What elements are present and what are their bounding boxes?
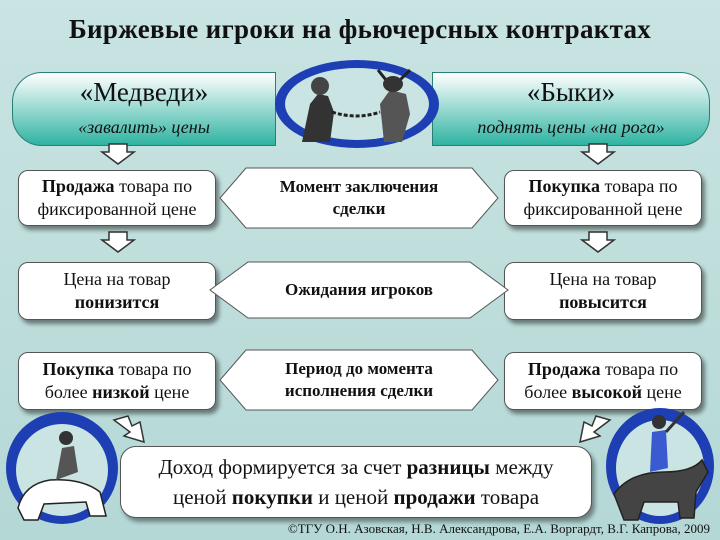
- bulls-label: «Быки»: [526, 77, 616, 107]
- man-riding-bear-illustration: [6, 412, 118, 524]
- bears-step-2: Цена на товар понизится: [18, 262, 216, 320]
- result-text-1: Доход формируется за счет: [158, 455, 407, 479]
- diagonal-arrow-right-icon: [112, 415, 145, 444]
- result-box: Доход формируется за счет разницы между …: [120, 446, 592, 518]
- stage-label-2: Ожидания игроков: [285, 280, 433, 299]
- bulls-step-2-strong: повысится: [559, 292, 647, 312]
- bulls-banner: «Быки» поднять цены «на рога»: [432, 72, 710, 146]
- bulls-step-3-text: товара по более: [524, 359, 679, 402]
- down-arrow-icon: [100, 143, 136, 165]
- bears-banner: «Медведи» «завалить» цены: [12, 72, 276, 146]
- stage-diamond-3: Период до момента исполнения сделки: [218, 348, 500, 412]
- down-arrow-icon: [100, 231, 136, 253]
- down-arrow-icon: [580, 231, 616, 253]
- bears-step-3: Покупка товара по более низкой цене: [18, 352, 216, 410]
- bears-step-1-text: товара по фиксированной цене: [37, 176, 197, 219]
- result-text-4: товара: [475, 485, 540, 509]
- bulls-step-3-end: цене: [641, 382, 682, 402]
- bears-subtitle: «завалить» цены: [78, 117, 210, 137]
- page-title: Биржевые игроки на фьючерсных контрактах: [68, 14, 652, 44]
- result-strong-2: покупки: [231, 485, 313, 509]
- bulls-step-2-text: Цена на товар: [549, 269, 657, 289]
- copyright-footer: ©ТГУ О.Н. Азовская, Н.В. Александрова, Е…: [287, 521, 710, 536]
- result-text-2: между ценой: [172, 455, 554, 509]
- bulls-step-3-strong2: высокой: [571, 382, 642, 402]
- stage-label-1: Момент заключения сделки: [279, 177, 439, 218]
- bears-step-3-strong: Покупка: [42, 359, 115, 379]
- bears-step-2-strong: понизится: [74, 292, 160, 312]
- diagonal-arrow-left-icon: [579, 415, 612, 444]
- bear-bull-tug-illustration: [275, 60, 439, 148]
- bulls-step-2: Цена на товар повысится: [504, 262, 702, 320]
- bears-step-3-strong2: низкой: [92, 382, 150, 402]
- bears-step-1: Продажа товара по фиксированной цене: [18, 170, 216, 226]
- result-strong-3: продажи: [393, 485, 476, 509]
- stage-label-3: Период до момента исполнения сделки: [284, 359, 434, 400]
- bears-label: «Медведи»: [79, 77, 209, 107]
- bulls-step-3: Продажа товара по более высокой цене: [504, 352, 702, 410]
- bulls-step-1-text: товара по фиксированной цене: [523, 176, 683, 219]
- down-arrow-icon: [580, 143, 616, 165]
- result-strong-1: разницы: [406, 455, 490, 479]
- stage-diamond-1: Момент заключения сделки: [218, 166, 500, 230]
- bears-step-3-text: товара по более: [44, 359, 192, 402]
- result-text-3: и ценой: [312, 485, 394, 509]
- bears-step-1-strong: Продажа: [41, 176, 115, 196]
- bears-step-3-end: цене: [149, 382, 190, 402]
- bulls-step-3-strong: Продажа: [527, 359, 601, 379]
- man-riding-bull-illustration: [606, 408, 714, 524]
- bears-step-2-text: Цена на товар: [63, 269, 171, 289]
- bulls-subtitle: поднять цены «на рога»: [477, 117, 665, 137]
- bulls-step-1: Покупка товара по фиксированной цене: [504, 170, 702, 226]
- stage-diamond-2: Ожидания игроков: [208, 260, 510, 320]
- bulls-step-1-strong: Покупка: [528, 176, 601, 196]
